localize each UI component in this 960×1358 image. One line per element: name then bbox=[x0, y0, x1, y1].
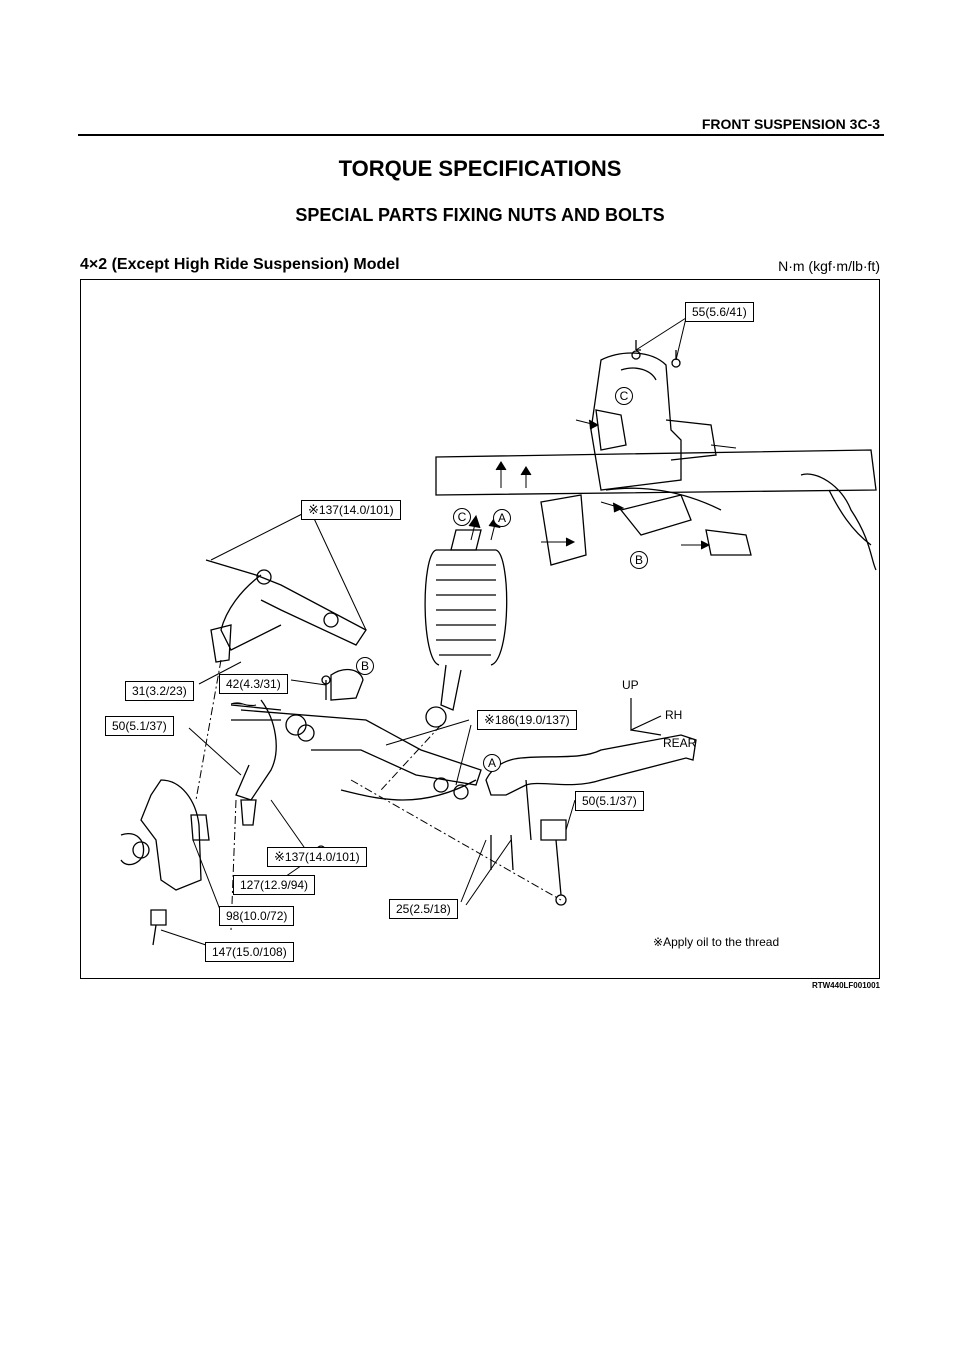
torque-callout-knuckle-nut: 127(12.9/94) bbox=[233, 875, 316, 895]
torque-callout-lower-arm-nut: 137(14.0/101) bbox=[267, 847, 367, 867]
torque-value: 137(14.0/101) bbox=[284, 850, 360, 864]
suspension-diagram: 55(5.6/41) 137(14.0/101) 31(3.2/23) 42(4… bbox=[80, 279, 880, 979]
page-title: TORQUE SPECIFICATIONS bbox=[338, 156, 622, 181]
torque-callout-tie-rod: 147(15.0/108) bbox=[205, 942, 294, 962]
suspension-drawing bbox=[120, 317, 877, 946]
torque-callout-upper-ball-joint: 31(3.2/23) bbox=[125, 681, 194, 701]
axis-rh-label: RH bbox=[665, 708, 683, 722]
torque-value: 137(14.0/101) bbox=[318, 503, 394, 517]
axis-rear-label: REAR bbox=[663, 736, 697, 750]
torque-value: 186(19.0/137) bbox=[494, 713, 570, 727]
page-subtitle: SPECIAL PARTS FIXING NUTS AND BOLTS bbox=[295, 205, 665, 225]
header-rule bbox=[78, 134, 884, 136]
reference-letter-c-lower: C bbox=[453, 508, 471, 526]
reference-letter-a-frame: A bbox=[493, 509, 511, 527]
torque-callout-bracket-bolts: 55(5.6/41) bbox=[685, 302, 754, 322]
torque-callout-stabilizer-bracket: 25(2.5/18) bbox=[389, 899, 458, 919]
torque-callout-stabilizer-link: 50(5.1/37) bbox=[575, 791, 644, 811]
reference-letter-b-stop: B bbox=[356, 657, 374, 675]
torque-callout-lower-arm: 186(19.0/137) bbox=[477, 710, 577, 730]
torque-callout-knuckle-bolt: 98(10.0/72) bbox=[219, 906, 295, 926]
torque-units: N·m (kgf·m/lb·ft) bbox=[778, 258, 880, 274]
reference-letter-b-frame: B bbox=[630, 551, 648, 569]
figure-code: RTW440LF001001 bbox=[811, 981, 880, 990]
torque-callout-lower-ball-joint: 50(5.1/37) bbox=[105, 716, 174, 736]
section-header: FRONT SUSPENSION 3C-3 bbox=[701, 116, 880, 132]
reference-letter-c-upper: C bbox=[615, 387, 633, 405]
torque-callout-upper-arm: 137(14.0/101) bbox=[301, 500, 401, 520]
oil-note: Apply oil to the thread bbox=[653, 935, 779, 949]
axis-up-label: UP bbox=[622, 678, 639, 692]
model-heading: 4×2 (Except High Ride Suspension) Model bbox=[80, 256, 400, 273]
reference-letter-a-stabilizer: A bbox=[483, 754, 501, 772]
torque-callout-bumper-stop: 42(4.3/31) bbox=[219, 674, 288, 694]
